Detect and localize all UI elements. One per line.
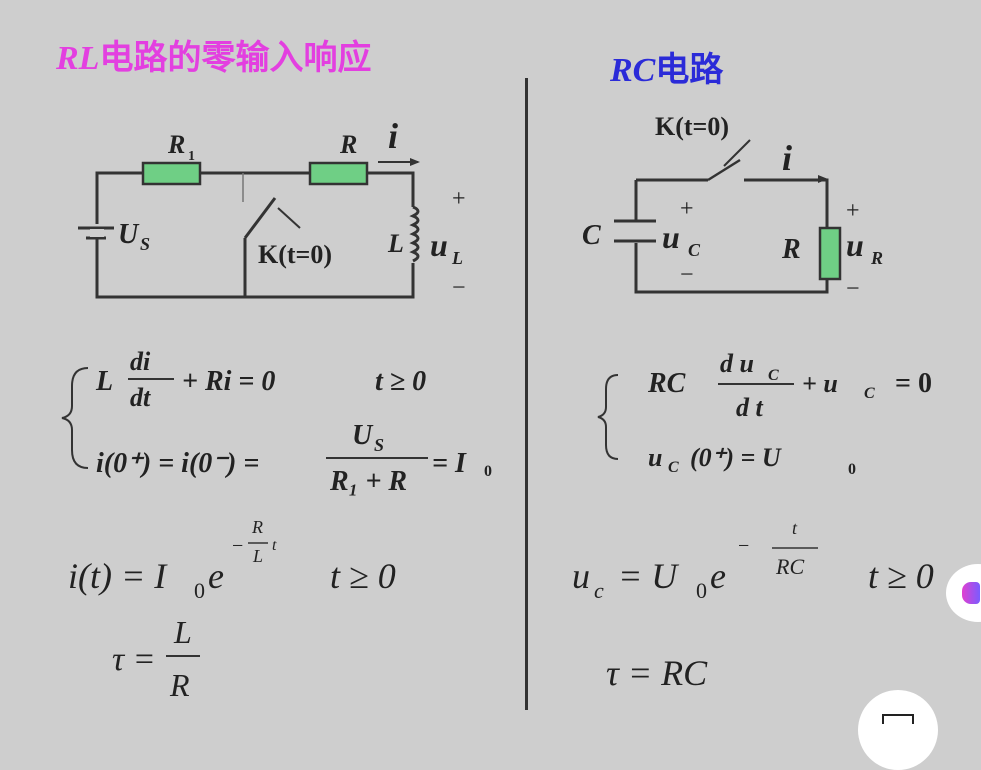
rc-title: RC电路 xyxy=(610,42,723,91)
left-circuit-r1: R xyxy=(167,130,185,159)
left-eq1-num: di xyxy=(130,347,151,376)
divider xyxy=(525,78,528,710)
right-solution-lhs: u xyxy=(572,556,590,596)
right-eq1-num_sub: C xyxy=(768,367,779,384)
right-circuit-plus: + xyxy=(680,196,694,222)
left-circuit-inductor: L xyxy=(387,229,404,258)
right-title_latin: RC xyxy=(610,52,656,89)
right-title_cn: 电路 xyxy=(655,52,724,89)
left-eq2-lhs: i(0⁺) = i(0⁻) = xyxy=(96,448,259,479)
left-circuit-voltage_sub: L xyxy=(451,248,463,268)
right-circuit-minus: − xyxy=(846,276,860,302)
inductor xyxy=(409,205,420,263)
right-eq2-text: u xyxy=(648,443,662,472)
left-brace xyxy=(61,367,89,469)
left-solution-e: e xyxy=(208,556,224,596)
left-circuit-minus: − xyxy=(452,275,466,301)
left-circuit-source: U xyxy=(118,219,140,250)
right-circuit-switch: K(t=0) xyxy=(655,112,729,141)
left-circuit-r: R xyxy=(339,130,357,159)
right-solution-sub: c xyxy=(594,578,604,603)
left-circuit-source_sub: S xyxy=(140,234,150,254)
resistor-rc xyxy=(818,226,842,281)
left-circuit-current: i xyxy=(388,116,398,156)
left-circuit-r1_sub: 1 xyxy=(188,149,195,164)
right-eq1-num: d u xyxy=(720,349,754,378)
left-title_latin: RL xyxy=(56,40,100,77)
left-solution-exp_t: t xyxy=(272,537,277,554)
right-circuit-vr_sub: R xyxy=(870,248,883,268)
right-circuit-vc: u xyxy=(662,219,680,255)
left-tau-den: R xyxy=(169,667,190,703)
left-tau-num: L xyxy=(173,614,192,650)
left-eq2-rhs: = I xyxy=(432,448,467,479)
right-eq2-rest: (0⁺) = U xyxy=(690,443,782,472)
left-eq2-den: R₁ + R xyxy=(329,466,407,497)
left-solution-lhs: i(t) = I xyxy=(68,556,168,596)
right-circuit-vr: u xyxy=(846,227,864,263)
left-eq1-cond: t ≥ 0 xyxy=(375,366,426,397)
brain-icon xyxy=(962,582,980,604)
left-eq1-den: dt xyxy=(130,383,151,412)
right-circuit-minus: − xyxy=(680,262,694,288)
right-solution-e: e xyxy=(710,556,726,596)
right-eq1-rest: + u xyxy=(802,369,838,398)
right-circuit-plus: + xyxy=(846,198,860,224)
rc-circuit xyxy=(614,139,829,294)
floating-action-button[interactable] xyxy=(858,690,938,770)
right-eq2-rest_sub: 0 xyxy=(848,461,856,478)
right-eq1-lhs: RC xyxy=(647,368,686,399)
right-solution-mid_sub: 0 xyxy=(696,578,707,603)
left-circuit-plus: + xyxy=(452,186,466,212)
left-eq1-rest: + Ri = 0 xyxy=(182,366,275,397)
left-solution-exp_sign: − xyxy=(232,535,243,557)
right-circuit-vc_sub: C xyxy=(688,240,701,260)
left-eq2-rhs_sub: 0 xyxy=(484,463,492,480)
resistor-r1 xyxy=(141,161,202,186)
right-solution-exp_sign: − xyxy=(738,535,749,557)
right-circuit-current: i xyxy=(782,138,792,178)
left-solution-sub: 0 xyxy=(194,578,205,603)
left-eq2-num: U xyxy=(352,420,374,451)
left-circuit-switch: K(t=0) xyxy=(258,240,332,269)
right-circuit-cap: C xyxy=(582,220,601,251)
left-circuit-voltage: u xyxy=(430,227,448,263)
right-eq1-rhs: = 0 xyxy=(895,368,932,399)
right-tau-text: τ = RC xyxy=(606,653,708,693)
note-icon xyxy=(882,714,914,724)
left-solution-cond: t ≥ 0 xyxy=(330,556,396,596)
right-solution-cond: t ≥ 0 xyxy=(868,556,934,596)
current-arrow-icon xyxy=(410,158,420,166)
left-solution-exp_den: L xyxy=(252,546,263,566)
left-eq2-num_sub: S xyxy=(374,435,384,455)
left-tau-lhs: τ = xyxy=(112,641,156,678)
right-eq1-rest_sub: C xyxy=(864,385,875,402)
right-brace xyxy=(597,374,619,460)
right-circuit-r: R xyxy=(781,234,801,265)
right-solution-exp_num: t xyxy=(792,518,798,538)
rl-title: RL电路的零输入响应 xyxy=(56,30,371,79)
right-eq1-den: d t xyxy=(736,393,764,422)
slide-graphics: R 1 R i U S K(t=0) L u L + − K(t=0) i C … xyxy=(61,112,934,703)
right-solution-exp_den: RC xyxy=(775,554,804,579)
left-title_cn: 电路的零输入响应 xyxy=(99,40,372,77)
resistor-r xyxy=(308,161,369,186)
right-solution-mid: = U xyxy=(618,556,679,596)
left-solution-exp_num: R xyxy=(251,517,263,537)
left-eq1-L: L xyxy=(95,366,113,397)
right-eq2-sub: C xyxy=(668,459,679,476)
current-arrow-icon xyxy=(818,175,828,183)
